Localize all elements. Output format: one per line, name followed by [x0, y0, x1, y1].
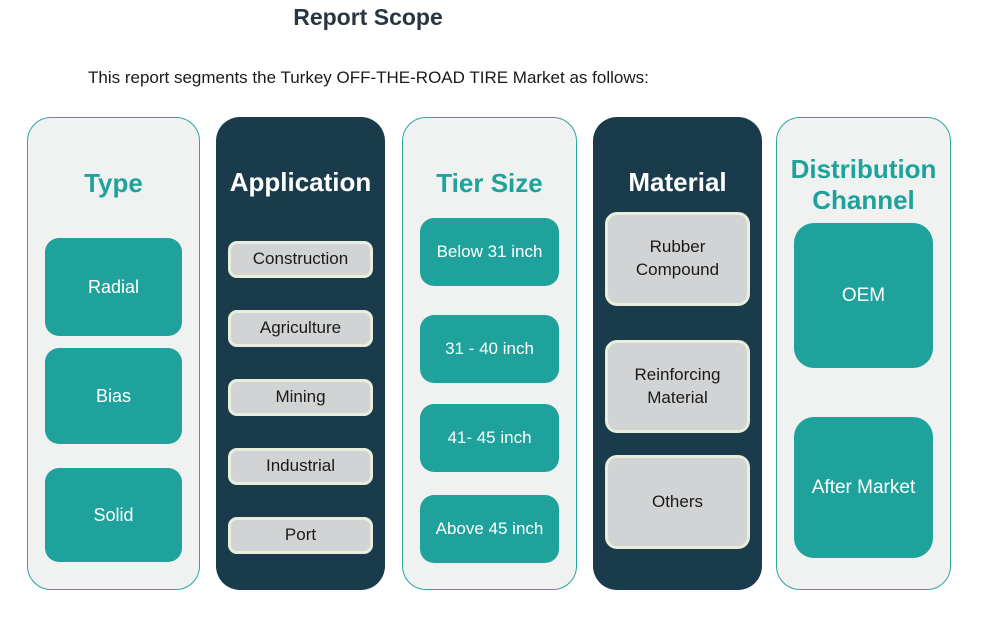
tier-item-41-45: 41- 45 inch [420, 404, 559, 472]
type-item-solid: Solid [45, 468, 182, 562]
panel-application-header: Application [229, 167, 372, 197]
panel-type: Type Radial Bias Solid [27, 117, 200, 590]
application-item-agriculture: Agriculture [228, 310, 373, 347]
type-item-bias: Bias [45, 348, 182, 444]
panel-tier-size-header: Tier Size [436, 168, 543, 198]
application-item-port: Port [228, 517, 373, 554]
panel-application: Application Construction Agriculture Min… [216, 117, 385, 590]
tier-item-31-40: 31 - 40 inch [420, 315, 559, 383]
material-item-reinforcing-material: Reinforcing Material [605, 340, 750, 433]
type-item-radial: Radial [45, 238, 182, 336]
panel-material-header: Material [628, 167, 727, 197]
tier-item-above-45: Above 45 inch [420, 495, 559, 563]
material-item-others: Others [605, 455, 750, 549]
panel-distribution-channel-header: Distribution Channel [790, 154, 937, 215]
panel-distribution-channel: Distribution Channel OEM After Market [776, 117, 951, 590]
material-item-rubber-compound: Rubber Compound [605, 212, 750, 306]
tier-item-below-31: Below 31 inch [420, 218, 559, 286]
panel-material: Material Rubber Compound Reinforcing Mat… [593, 117, 762, 590]
distribution-item-after-market: After Market [794, 417, 933, 558]
distribution-item-oem: OEM [794, 223, 933, 368]
panel-type-header: Type [84, 168, 143, 198]
application-item-industrial: Industrial [228, 448, 373, 485]
page-subtitle: This report segments the Turkey OFF-THE-… [88, 68, 649, 87]
application-item-construction: Construction [228, 241, 373, 278]
application-item-mining: Mining [228, 379, 373, 416]
panel-tier-size: Tier Size Below 31 inch 31 - 40 inch 41-… [402, 117, 577, 590]
page-title: Report Scope [293, 4, 443, 30]
